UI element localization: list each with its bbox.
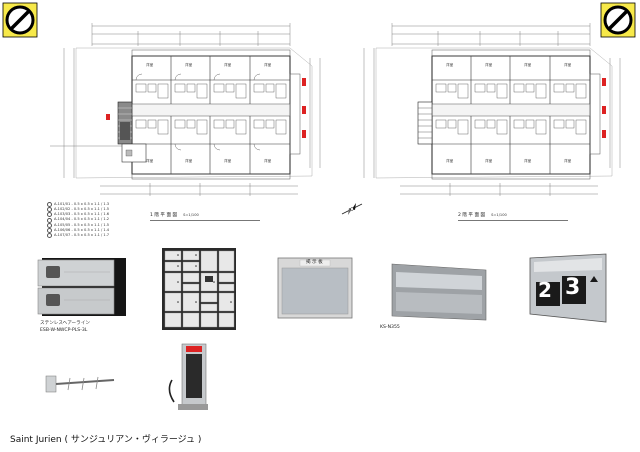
legend-text: A-102/02 - 0.5 x 0.5 x 1.1 / 1.5 — [54, 206, 110, 211]
legend-bullet-icon — [47, 228, 52, 234]
legend-row: A-102/02 - 0.5 x 0.5 x 1.1 / 1.5 — [47, 206, 117, 213]
room-label: 洋室 — [485, 62, 493, 67]
no-entry-icon — [2, 2, 38, 38]
legend-row: A-104/04 - 0.5 x 0.5 x 1.1 / 1.2 — [47, 217, 117, 223]
legend-text: A-104/04 - 0.5 x 0.5 x 1.1 / 1.2 — [54, 217, 110, 222]
room-label: 洋室 — [224, 62, 232, 67]
legend-text: A-105/05 - 0.5 x 0.5 x 1.1 / 1.5 — [54, 222, 110, 227]
plan-label-1f-scale: S=1/100 — [183, 213, 199, 218]
legend-row: A-106/06 - 0.5 x 0.5 x 1.1 / 1.4 — [47, 227, 117, 234]
room-number-sign-image — [526, 252, 610, 324]
plan-label-2f-scale: S=1/100 — [491, 213, 507, 218]
bicycle-rack-image — [40, 370, 118, 396]
legend-bullet-icon — [47, 233, 52, 239]
room-label: 洋室 — [446, 62, 454, 67]
legend-bullet-icon — [47, 207, 52, 213]
legend-row: A-107/07 - 0.5 x 0.5 x 1.1 / 1.7 — [47, 232, 117, 239]
room-label: 洋室 — [264, 62, 272, 67]
sign-digit-a: 2 — [538, 278, 552, 302]
room-label: 洋室 — [146, 158, 154, 163]
room-label: 洋室 — [524, 62, 532, 67]
plan-label-2f: 2 階 平 面 図 S=1/100 — [458, 212, 568, 221]
bulletin-board-title: 掲 示 板 — [306, 260, 323, 265]
floor-plan-1f: 洋室 洋室 洋室 洋室 洋室 洋室 洋室 洋室 — [50, 23, 321, 196]
floor-plan-2f: 洋室 洋室 洋室 洋室 洋室 洋室 洋室 洋室 — [363, 23, 621, 196]
room-label: 洋室 — [485, 158, 493, 163]
mailbox-caption-2: ESB-W-NWCP-PLS-3L — [40, 328, 88, 333]
mailbox-caption-1: ステンレスヘアーライン — [40, 321, 90, 326]
legend-row: A-101/01 - 0.5 x 0.5 x 1.1 / 1.3 — [47, 201, 117, 208]
room-label: 洋室 — [185, 62, 193, 67]
nameplate-model: KS-N355 — [380, 325, 400, 330]
legend-bullet-icon — [47, 202, 52, 208]
room-label: 洋室 — [185, 158, 193, 163]
legend-row: A-103/03 - 0.5 x 0.5 x 1.1 / 1.6 — [47, 212, 117, 218]
room-label: 洋室 — [264, 158, 272, 163]
sign-digit-b: 3 — [565, 275, 581, 300]
room-label: 洋室 — [564, 62, 572, 67]
property-caption: Saint Jurien ( サンジュリアン・ヴィラージュ ) — [10, 435, 202, 445]
delivery-locker-image — [160, 246, 238, 332]
legend-text: A-103/03 - 0.5 x 0.5 x 1.1 / 1.6 — [54, 212, 110, 217]
room-label: 洋室 — [224, 158, 232, 163]
compass-icon — [340, 200, 364, 218]
bike-station-image — [164, 340, 212, 412]
badge-top-left — [2, 2, 38, 38]
room-label: 洋室 — [446, 158, 454, 163]
legend-text: A-101/01 - 0.5 x 0.5 x 1.1 / 1.3 — [54, 201, 110, 206]
legend-text: A-107/07 - 0.5 x 0.5 x 1.1 / 1.7 — [54, 232, 110, 237]
legend: A-101/01 - 0.5 x 0.5 x 1.1 / 1.3 A-102/0… — [47, 201, 117, 239]
legend-bullet-icon — [47, 217, 52, 223]
plan-label-1f: 1 階 平 面 図 S=1/100 — [150, 212, 260, 221]
legend-bullet-icon — [47, 222, 52, 228]
room-label: 洋室 — [564, 158, 572, 163]
legend-text: A-106/06 - 0.5 x 0.5 x 1.1 / 1.4 — [54, 227, 110, 232]
mailbox-image — [36, 256, 128, 320]
no-entry-icon — [600, 2, 636, 38]
bulletin-board-image — [276, 256, 354, 320]
legend-row: A-105/05 - 0.5 x 0.5 x 1.1 / 1.5 — [47, 222, 117, 228]
legend-bullet-icon — [47, 212, 52, 218]
badge-top-right — [600, 2, 636, 38]
nameplate-image — [390, 262, 490, 322]
room-label: 洋室 — [146, 62, 154, 67]
plan-label-1f-title: 1 階 平 面 図 — [150, 212, 178, 218]
room-label: 洋室 — [524, 158, 532, 163]
plan-label-2f-title: 2 階 平 面 図 — [458, 212, 486, 218]
arrow-up-icon — [590, 276, 598, 282]
